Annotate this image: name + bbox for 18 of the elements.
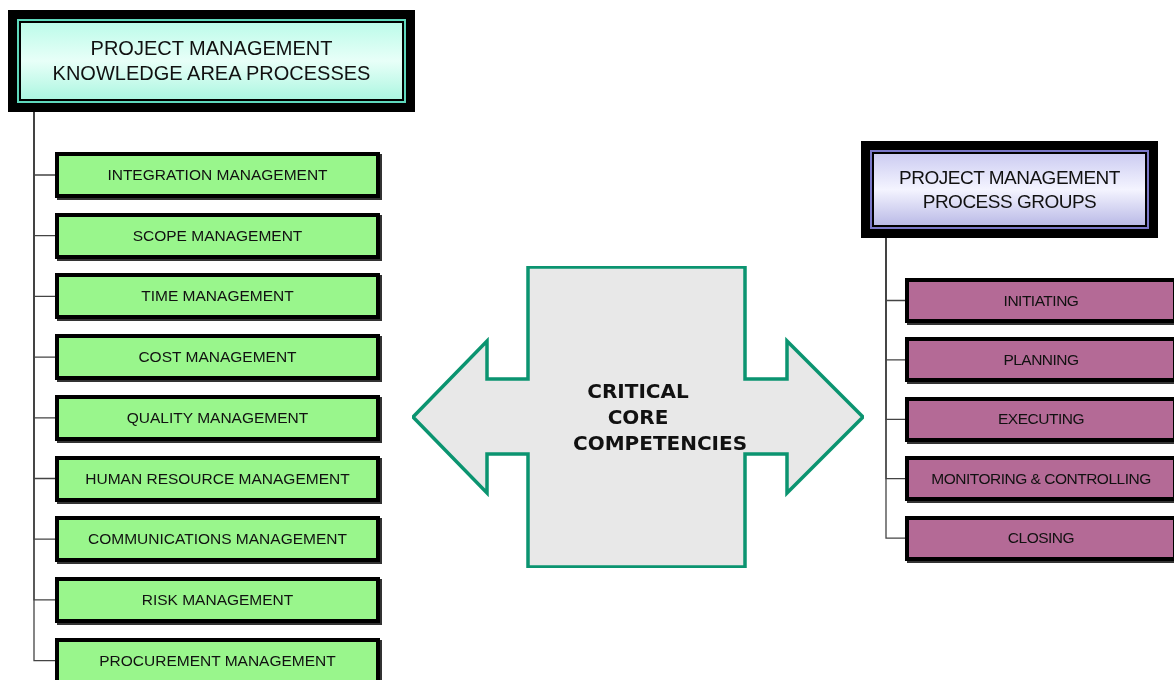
header-box: PROJECT MANAGEMENT PROCESS GROUPS [861, 141, 1158, 238]
process-group-box: EXECUTING [905, 396, 1174, 442]
process-group-box: MONITORING & CONTROLLING [905, 456, 1174, 502]
process-group-box: INITIATING [905, 278, 1174, 323]
knowledge-area-box: PROCUREMENT MANAGEMENT [55, 637, 380, 680]
knowledge-area-box: TIME MANAGEMENT [55, 273, 380, 320]
process-group-box: PLANNING [905, 337, 1174, 383]
knowledge-area-box: COMMUNICATIONS MANAGEMENT [55, 516, 380, 563]
knowledge-area-box: COST MANAGEMENT [55, 334, 380, 381]
knowledge-area-box: HUMAN RESOURCE MANAGEMENT [55, 455, 380, 502]
knowledge-area-box: SCOPE MANAGEMENT [55, 212, 380, 259]
knowledge-area-box: QUALITY MANAGEMENT [55, 394, 380, 441]
double-arrow-shape: CRITICAL CORE COMPETENCIES [412, 266, 864, 568]
knowledge-area-box: INTEGRATION MANAGEMENT [55, 152, 380, 198]
knowledge-area-box: RISK MANAGEMENT [55, 576, 380, 623]
process-group-box: CLOSING [905, 515, 1174, 561]
header-box: PROJECT MANAGEMENT KNOWLEDGE AREA PROCESSES [8, 10, 415, 112]
connector-line [885, 237, 906, 539]
